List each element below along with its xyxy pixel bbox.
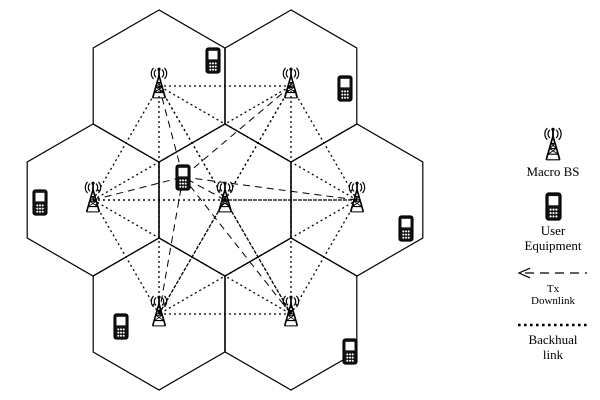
backhaul-edge-BS-W-BS-NW — [92, 85, 160, 201]
legend-label-macro-bs: Macro BS — [526, 164, 580, 179]
macro-bs-node-BS-NE — [282, 66, 300, 99]
hex-cell-southeast — [224, 237, 358, 391]
user-equipment-node-UE-NE — [337, 75, 353, 102]
user-equipment-node-UE-W — [32, 189, 48, 216]
user-equipment-node-UE-SE — [342, 338, 358, 365]
backhaul-edge-BS-W-BS-SW — [92, 199, 160, 315]
legend-label-user-equipment: User Equipment — [524, 222, 582, 253]
macro-bs-icon — [539, 126, 567, 162]
backhaul-edge-BS-E-BS-SE — [290, 199, 358, 315]
downlink-edge-BS-NW-UE-C — [158, 85, 184, 178]
downlink-edge-BS-E-UE-C — [182, 176, 358, 201]
user-equipment-node-UE-E — [398, 215, 414, 242]
user-equipment-icon — [545, 192, 562, 221]
tx-downlink-dashed-arrow-icon — [517, 267, 587, 279]
backhaul-edge-BS-C-BS-SE — [224, 199, 292, 315]
user-equipment-node-UE-C — [175, 164, 191, 191]
macro-bs-node-BS-SE — [282, 294, 300, 327]
legend-label-backhaul: Backhual link — [528, 332, 578, 363]
user-equipment-node-UE-NW — [205, 47, 221, 74]
backhaul-edge-BS-E-BS-NW — [158, 85, 358, 201]
backhaul-edge-BS-W-BS-SE — [92, 199, 292, 315]
legend-item-macro-bs: Macro BS — [526, 126, 580, 180]
backhaul-edge-BS-E-BS-NE — [290, 85, 358, 201]
downlink-edge-BS-W-UE-C — [92, 176, 184, 201]
macro-bs-node-BS-NW — [150, 66, 168, 99]
legend-item-tx-downlink: Tx Downlink — [517, 266, 589, 308]
backhaul-edge-BS-C-BS-SW — [158, 199, 226, 315]
legend-item-backhaul: Backhual link — [516, 320, 590, 363]
macro-bs-node-BS-SW — [150, 294, 168, 327]
legend-label-tx-downlink: Tx Downlink — [531, 282, 575, 308]
backhaul-edge-BS-W-BS-NE — [92, 85, 292, 201]
backhaul-dotted-line-icon — [518, 323, 588, 327]
backhaul-edge-BS-E-BS-SW — [158, 199, 358, 315]
user-equipment-node-UE-SW — [113, 313, 129, 340]
legend-item-user-equipment: User Equipment — [522, 192, 584, 254]
legend: Macro BS User Equipment Tx Downlink Back… — [506, 126, 600, 375]
downlink-edge-BS-SE-UE-C — [182, 176, 292, 315]
